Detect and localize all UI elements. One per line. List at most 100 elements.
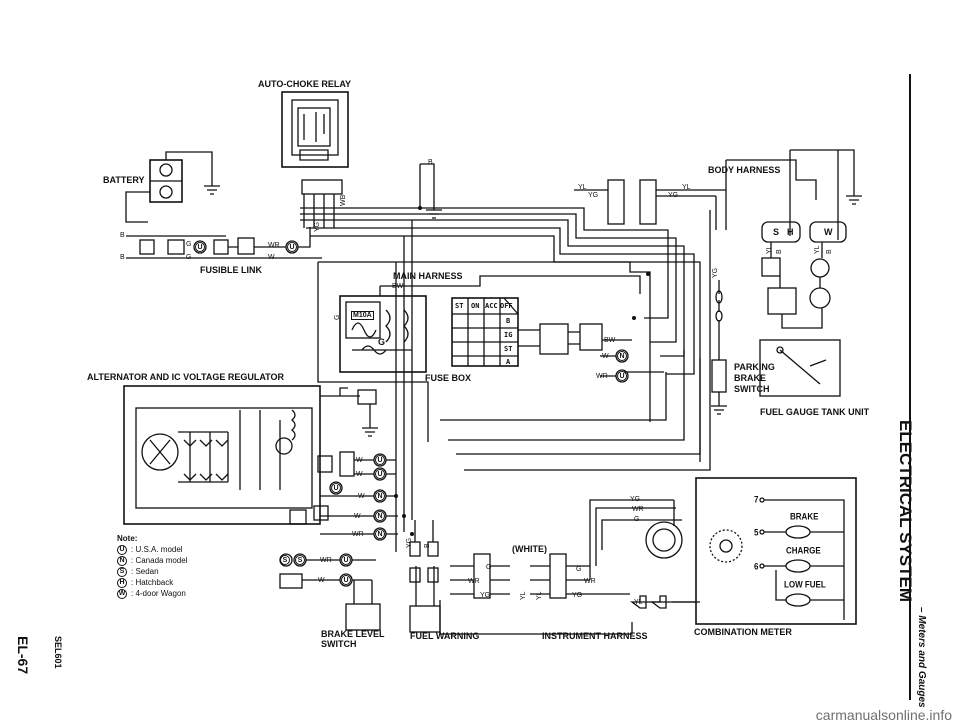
wire-yg-v3: YG bbox=[406, 537, 413, 548]
alternator-box bbox=[123, 385, 321, 525]
wire-yg-4: YG bbox=[480, 592, 491, 599]
wire-yl-v2: YL bbox=[814, 245, 821, 254]
wire-w-7: W bbox=[318, 577, 325, 584]
wire-b-v2: B bbox=[826, 249, 833, 254]
wire-bw-1: BW bbox=[392, 283, 404, 290]
fuse-row-ig: IG bbox=[504, 331, 513, 339]
note-text-sedan: : Sedan bbox=[131, 567, 159, 576]
parking-brake-label-2: BRAKE bbox=[734, 373, 767, 383]
note-title: Note: bbox=[117, 534, 138, 543]
wire-b-v3: B bbox=[424, 543, 431, 548]
note-symbol-s: S bbox=[117, 566, 127, 577]
symbol-u-5: U bbox=[375, 469, 385, 479]
brake-level-label-1: BRAKE LEVEL bbox=[321, 629, 385, 639]
fuel-gauge-label: FUEL GAUGE TANK UNIT bbox=[760, 407, 870, 417]
footer: carmanualsonline.info bbox=[0, 707, 960, 724]
wire-g-4: G bbox=[486, 564, 492, 571]
body-harness-label: BODY HARNESS bbox=[708, 165, 781, 175]
fuse-row-b: B bbox=[506, 317, 511, 325]
battery-label: BATTERY bbox=[103, 175, 145, 185]
note-text-wagon: : 4-door Wagon bbox=[131, 589, 186, 598]
parking-brake-label-3: SWITCH bbox=[734, 384, 770, 394]
wire-yg-v1: YG bbox=[314, 221, 321, 232]
symbol-u-1: U bbox=[287, 242, 297, 252]
note-row-usa: U : U.S.A. model bbox=[117, 544, 187, 555]
wire-wr-7: WR bbox=[584, 578, 596, 585]
note-symbol-w: W bbox=[117, 588, 127, 599]
white-connector-label: (WHITE) bbox=[512, 544, 547, 554]
wire-yg-2: YG bbox=[668, 192, 679, 199]
symbol-u-2: U bbox=[195, 242, 205, 252]
wire-yl-v4: YL bbox=[536, 591, 543, 600]
symbol-u-6: U bbox=[331, 483, 341, 493]
fuse-box-table bbox=[451, 297, 519, 367]
wire-yg-3: YG bbox=[630, 496, 641, 503]
parking-brake-label-1: PARKING bbox=[734, 362, 775, 372]
body-symbol-h: H bbox=[787, 227, 794, 237]
wire-yl-2: YL bbox=[682, 184, 691, 191]
relay-m10a-label: M10A bbox=[351, 311, 374, 320]
wire-w-2: W bbox=[602, 353, 609, 360]
wire-g-3: G bbox=[634, 516, 640, 523]
wire-wr-5: WR bbox=[632, 506, 644, 513]
wire-wb-v1: WB bbox=[340, 194, 347, 206]
wire-b-2: B bbox=[120, 254, 125, 261]
auto-choke-relay-box bbox=[281, 91, 349, 168]
wire-g-1: G bbox=[186, 241, 192, 248]
symbol-n-3: N bbox=[375, 511, 385, 521]
fuse-header-acc: ACC bbox=[485, 302, 498, 310]
brake-level-switch-box bbox=[345, 603, 381, 631]
fuse-row-st: ST bbox=[504, 345, 513, 353]
combination-meter-label: COMBINATION METER bbox=[694, 627, 792, 637]
footer-watermark[interactable]: carmanualsonline.info bbox=[815, 707, 952, 723]
wire-yl-v3: YL bbox=[520, 591, 527, 600]
meter-terminal-7: 7 bbox=[754, 494, 759, 505]
wire-yg-5: YG bbox=[572, 592, 583, 599]
wire-w-6: W bbox=[354, 513, 361, 520]
symbol-u-8: U bbox=[341, 575, 351, 585]
note-text-usa: : U.S.A. model bbox=[131, 545, 183, 554]
side-title: ELECTRICAL SYSTEM bbox=[896, 420, 915, 602]
note-legend: Note: U : U.S.A. model N : Canada model S:… bbox=[117, 533, 187, 599]
side-subtitle: – Meters and Gauges bbox=[916, 607, 927, 708]
note-text-canada: : Canada model bbox=[131, 556, 188, 565]
wire-bw-2: BW bbox=[604, 337, 616, 344]
relay-box bbox=[339, 295, 427, 373]
wire-g-2: G bbox=[186, 254, 192, 261]
wire-b-1: B bbox=[120, 232, 125, 239]
wire-wr-4: WR bbox=[320, 557, 332, 564]
main-harness-label: MAIN HARNESS bbox=[393, 271, 463, 281]
wire-yg-1: YG bbox=[588, 192, 599, 199]
symbol-n-4: N bbox=[375, 529, 385, 539]
auto-choke-relay-label: AUTO-CHOKE RELAY bbox=[258, 79, 352, 89]
note-symbol-n: N bbox=[117, 555, 127, 566]
combination-meter-box bbox=[695, 477, 857, 625]
sel-code: SEL601 bbox=[53, 636, 63, 669]
symbol-u-3: U bbox=[617, 371, 627, 381]
note-symbol-u: U bbox=[117, 544, 127, 555]
fuel-warning-label: FUEL WARNING bbox=[410, 631, 480, 641]
fuse-header-st: ST bbox=[455, 302, 464, 310]
note-symbol-h: H bbox=[117, 577, 127, 588]
instrument-harness-label: INSTRUMENT HARNESS bbox=[542, 631, 648, 641]
wire-g-v1: G bbox=[334, 314, 341, 320]
fuel-warning-box bbox=[409, 605, 441, 633]
fuse-row-a: A bbox=[506, 358, 511, 366]
wire-b-v1: B bbox=[776, 249, 783, 254]
wire-g-5: G bbox=[576, 566, 582, 573]
fuel-gauge-tank-unit-box bbox=[759, 339, 841, 397]
body-symbol-s: S bbox=[773, 227, 780, 237]
fuse-header-off: OFF bbox=[500, 302, 513, 310]
meter-brake-label: BRAKE bbox=[790, 511, 819, 522]
note-row-hatchback: H: Hatchback bbox=[117, 577, 187, 588]
wire-yg-v2: YG bbox=[712, 267, 719, 278]
fusible-link-label: FUSIBLE LINK bbox=[200, 265, 262, 275]
meter-terminal-6: 6 bbox=[754, 561, 759, 572]
wire-yl-1: YL bbox=[578, 184, 587, 191]
wire-w-3: W bbox=[356, 457, 363, 464]
symbol-s-2: S bbox=[295, 555, 305, 565]
alternator-label: ALTERNATOR AND IC VOLTAGE REGULATOR bbox=[87, 372, 284, 382]
fuse-box-label: FUSE BOX bbox=[425, 373, 472, 383]
